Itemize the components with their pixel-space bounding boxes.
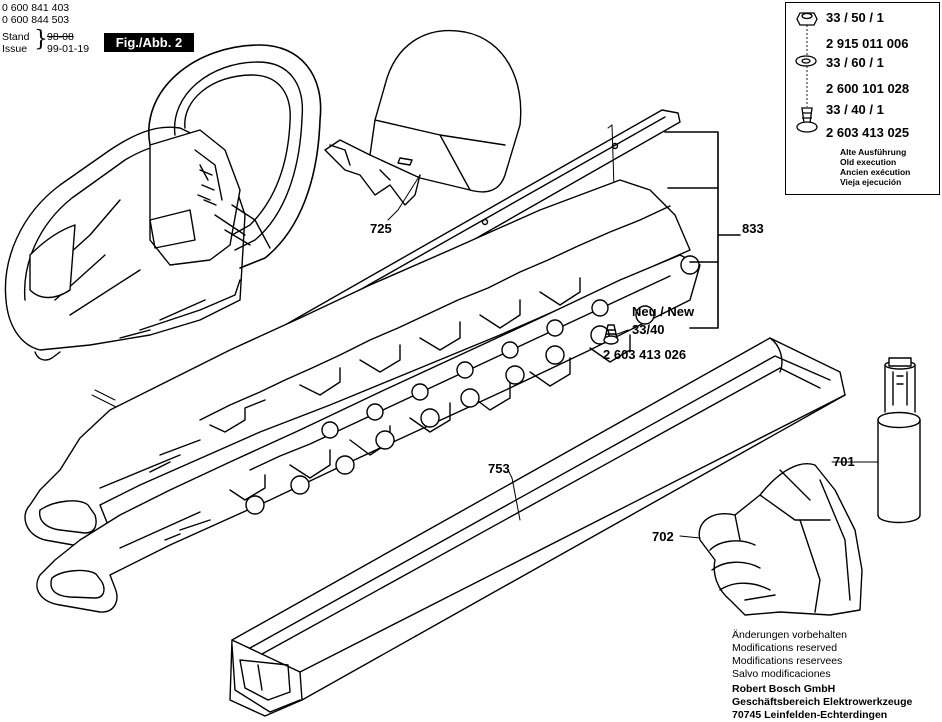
- stand-label: Stand: [2, 31, 30, 43]
- new-part-number: 2 603 413 026: [603, 347, 687, 362]
- lower-cutting-blade: [36, 254, 701, 613]
- blade-sheath-753: [229, 337, 846, 717]
- upper-cutting-blade: [24, 179, 691, 549]
- footer-note-es: Salvo modificaciones: [732, 668, 831, 680]
- issue-value: 99-01-19: [47, 43, 90, 55]
- footer-note-en: Modifications reserved: [732, 642, 838, 654]
- new-label: Neu / New: [632, 304, 695, 319]
- screw-icon: [796, 107, 818, 133]
- old-execution-fr: Ancien exécution: [840, 167, 911, 177]
- screw-new: [603, 324, 619, 345]
- legend-code-2: 33 / 60 / 1: [826, 55, 884, 70]
- legend-box: 33 / 50 / 1 2 915 011 006 33 / 60 / 1 2 …: [785, 2, 940, 195]
- blade-guard-725: [324, 30, 522, 206]
- gloves-702: [698, 463, 863, 616]
- callout-833: 833: [742, 221, 764, 236]
- leader-lines: [387, 174, 879, 539]
- legend-part-3: 2 603 413 025: [826, 125, 910, 140]
- legend-code-3: 33 / 40 / 1: [826, 102, 884, 117]
- new-code: 33/40: [632, 322, 665, 337]
- company-division: Geschäftsbereich Elektrowerkzeuge: [732, 696, 913, 708]
- old-execution-de: Alte Ausführung: [840, 147, 907, 157]
- callout-753: 753: [488, 461, 510, 476]
- issue-label: Issue: [2, 43, 28, 55]
- part-number-2: 0 600 844 503: [2, 14, 70, 26]
- legend-part-2: 2 600 101 028: [826, 81, 910, 96]
- figure-label: Fig./Abb. 2: [104, 33, 194, 52]
- old-execution-es: Vieja ejecución: [840, 177, 902, 187]
- callout-725: 725: [370, 221, 392, 236]
- stand-value: 98-08: [47, 31, 74, 43]
- blade-set-bracket: [664, 131, 741, 329]
- company-address: 70745 Leinfelden-Echterdingen: [732, 709, 888, 721]
- footer-note-fr: Modifications reservees: [732, 655, 843, 667]
- legend-part-1: 2 915 011 006: [826, 36, 909, 51]
- old-execution-en: Old execution: [840, 157, 897, 167]
- nut-hole-icon: [801, 12, 813, 20]
- callout-701: 701: [833, 454, 855, 469]
- company-name: Robert Bosch GmbH: [732, 683, 836, 695]
- legend-icons: [795, 12, 818, 133]
- callout-702: 702: [652, 529, 674, 544]
- part-number-1: 0 600 841 403: [2, 2, 70, 14]
- footer-note-de: Änderungen vorbehalten: [732, 629, 848, 641]
- hedge-trimmer-housing: [4, 44, 322, 361]
- oil-bottle-701: [877, 357, 921, 524]
- legend-code-1: 33 / 50 / 1: [826, 10, 884, 25]
- brace-icon: }: [34, 27, 48, 52]
